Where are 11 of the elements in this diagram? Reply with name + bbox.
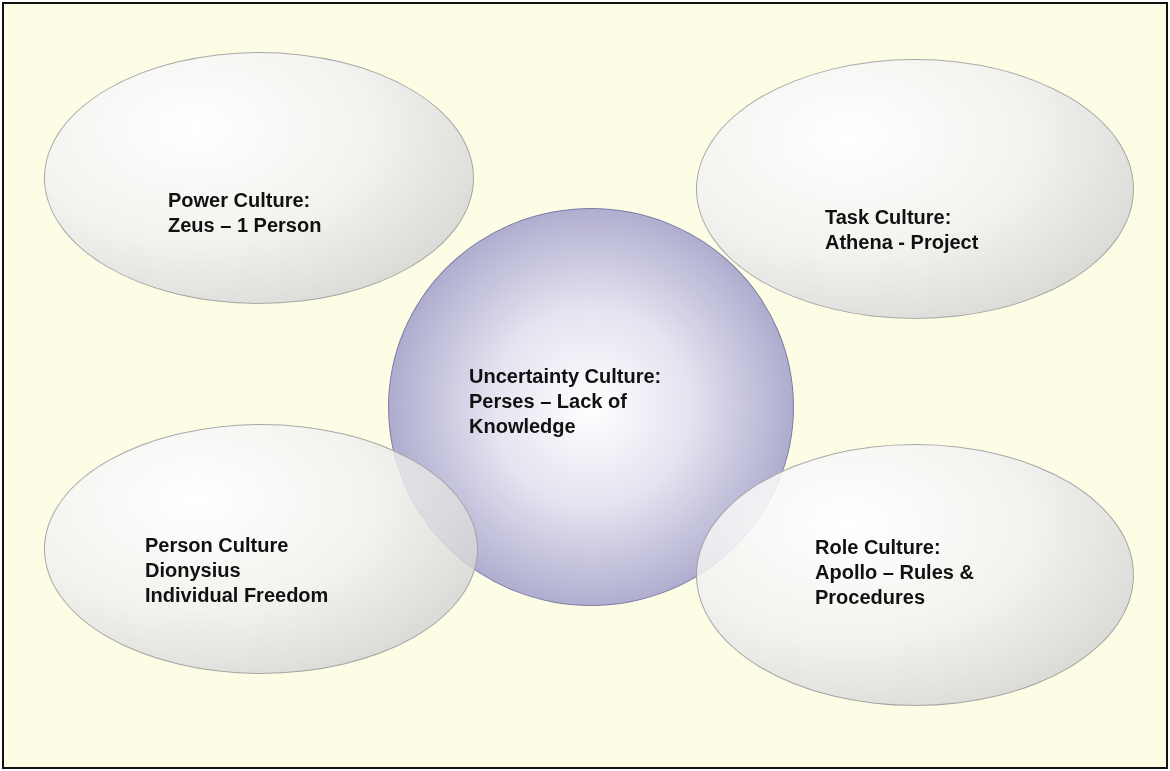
culture-heading: Uncertainty Culture:: [469, 364, 663, 389]
culture-description: Individual Freedom: [145, 583, 330, 608]
culture-heading: Person Culture: [145, 533, 290, 558]
culture-description: Dionysius: [145, 558, 242, 583]
culture-description: Apollo – Rules & Procedures: [815, 560, 975, 610]
culture-description: Perses – Lack of Knowledge: [469, 389, 628, 439]
culture-description: Athena - Project: [825, 230, 980, 255]
culture-description: Zeus – 1 Person: [168, 213, 323, 238]
culture-heading: Role Culture:: [815, 535, 942, 560]
culture-heading: Power Culture:: [168, 188, 312, 213]
culture-heading: Task Culture:: [825, 205, 953, 230]
